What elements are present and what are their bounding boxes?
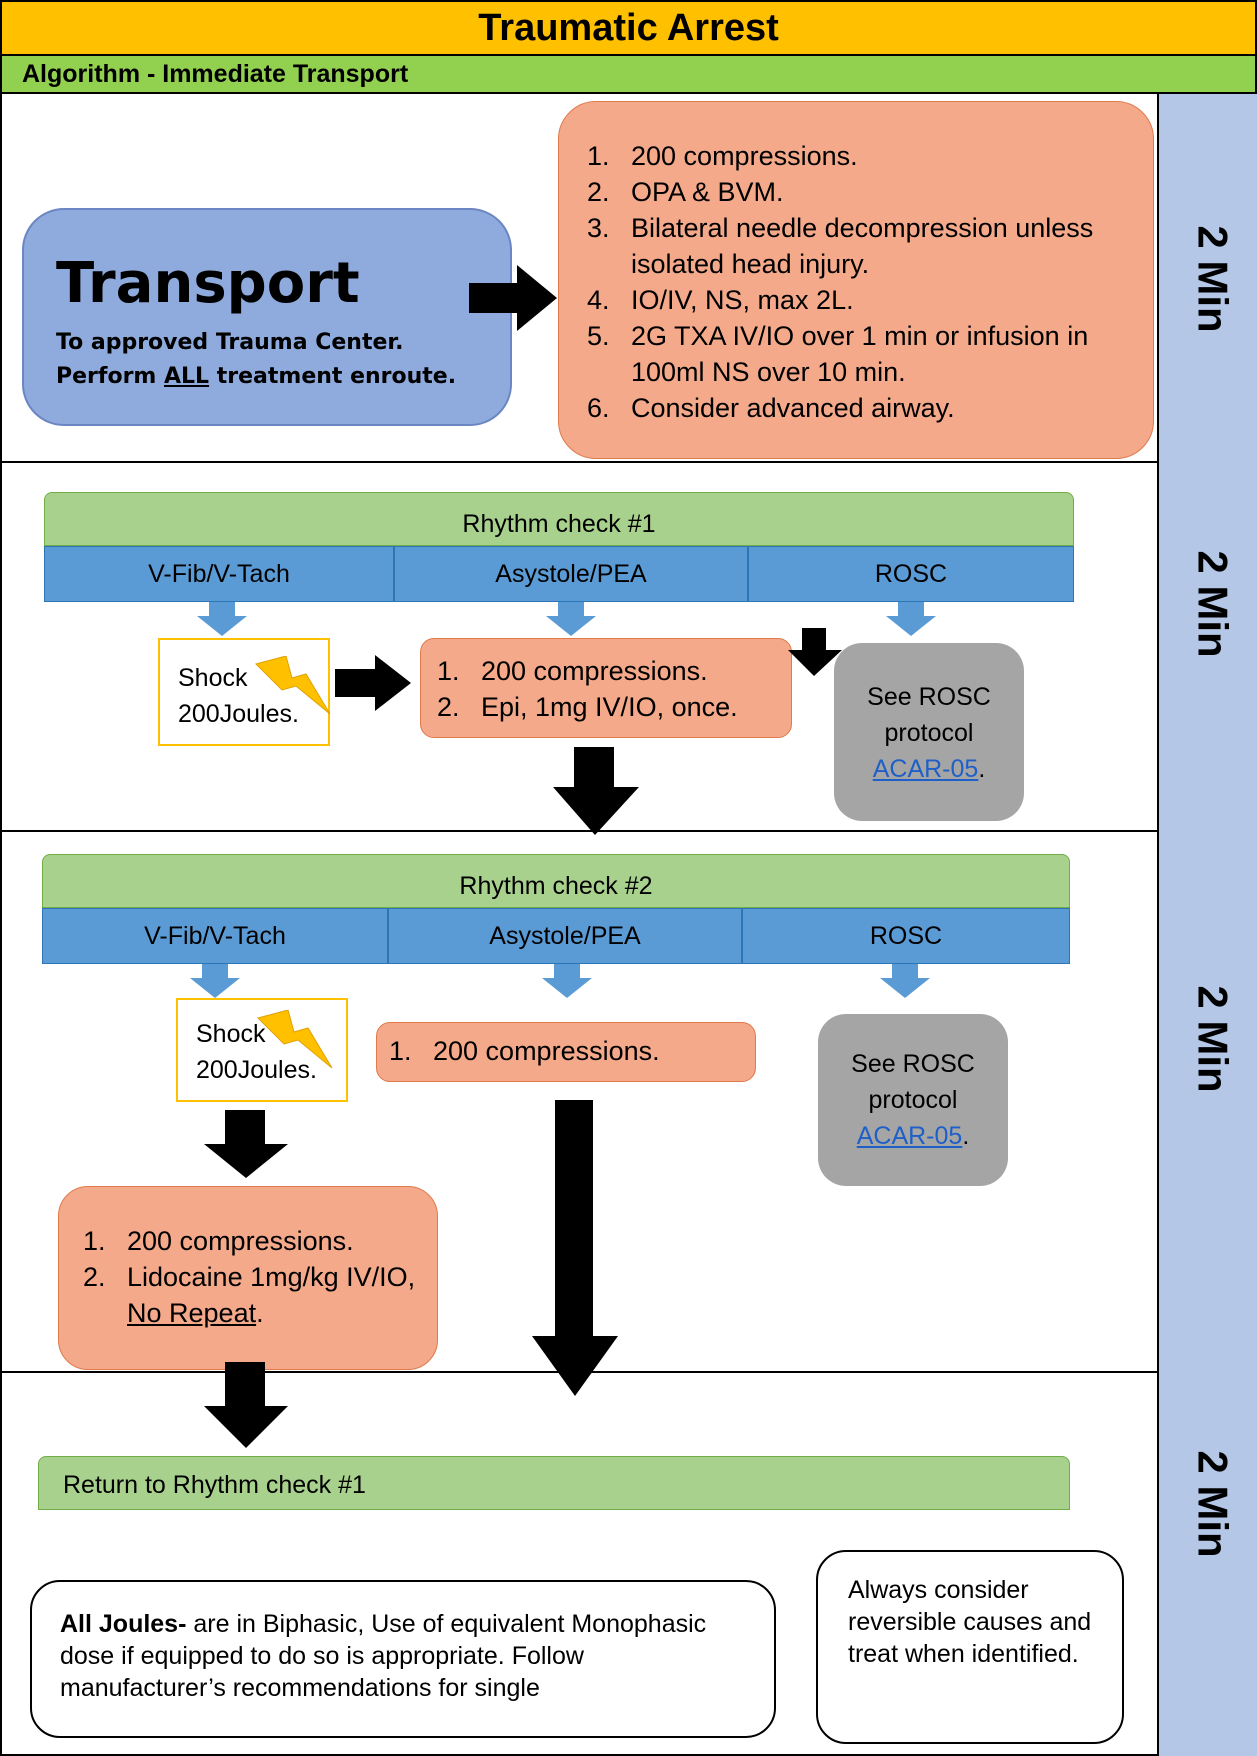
time-label-3: 2 Min xyxy=(1189,985,1237,1093)
rosc-line-3: ACAR-05. xyxy=(872,755,986,783)
time-label-2: 2 Min xyxy=(1189,550,1237,658)
list-item: Lidocaine 1mg/kg IV/IO, No Repeat. xyxy=(113,1259,437,1331)
rosc-line-2: protocol xyxy=(884,719,974,747)
arrow-down-icon xyxy=(532,1100,618,1396)
chevron-down-arrow-icon xyxy=(190,964,240,998)
chevron-down-arrow-icon xyxy=(880,964,930,998)
return-to-check-1-bar: Return to Rhythm check #1 xyxy=(38,1456,1070,1510)
arrow-down-icon xyxy=(204,1110,288,1178)
section-divider xyxy=(0,461,1157,463)
lightning-bolt-icon xyxy=(255,656,331,715)
rosc-line-3: ACAR-05. xyxy=(856,1122,970,1150)
check2-asystole-box: 200 compressions. xyxy=(376,1022,756,1082)
list-item: 200 compressions. xyxy=(467,653,791,689)
chevron-down-arrow-icon xyxy=(886,602,936,636)
rosc-line-1: See ROSC xyxy=(851,1050,975,1078)
column-vfib: V-Fib/V-Tach xyxy=(42,908,388,964)
check1-steps-list: 200 compressions. Epi, 1mg IV/IO, once. xyxy=(421,653,791,725)
column-asystole: Asystole/PEA xyxy=(394,546,748,602)
column-rosc: ROSC xyxy=(748,546,1074,602)
page-subtitle: Algorithm - Immediate Transport xyxy=(0,56,1257,94)
initial-steps-box: 200 compressions. OPA & BVM. Bilateral n… xyxy=(558,101,1154,459)
rosc-box-1: See ROSC protocol ACAR-05. xyxy=(834,643,1024,821)
list-item: 200 compressions. xyxy=(419,1033,755,1069)
list-item: 2G TXA IV/IO over 1 min or infusion in 1… xyxy=(617,318,1153,390)
arrow-down-icon xyxy=(553,747,639,835)
reversible-causes-note: Always consider reversible causes and tr… xyxy=(816,1550,1124,1744)
transport-line-2: Perform ALL treatment enroute. xyxy=(56,364,457,389)
check2-asystole-list: 200 compressions. xyxy=(377,1033,755,1069)
shock-energy: 200Joules. xyxy=(196,1056,317,1084)
rhythm-check-2-header: Rhythm check #2 xyxy=(42,854,1070,908)
list-item: IO/IV, NS, max 2L. xyxy=(617,282,1153,318)
shock-box-1: Shock 200Joules. xyxy=(158,638,331,746)
arrow-down-icon xyxy=(204,1362,288,1448)
time-label-1: 2 Min xyxy=(1189,225,1237,333)
acar-05-link[interactable]: ACAR-05 xyxy=(856,1122,963,1150)
list-item: Bilateral needle decompression unless is… xyxy=(617,210,1153,282)
list-item: Epi, 1mg IV/IO, once. xyxy=(467,689,791,725)
list-item: 200 compressions. xyxy=(617,138,1153,174)
lightning-bolt-icon xyxy=(257,1010,333,1069)
time-label-4: 2 Min xyxy=(1189,1450,1237,1558)
arrow-down-icon xyxy=(788,628,842,676)
chevron-down-arrow-icon xyxy=(546,602,596,636)
shock-energy: 200Joules. xyxy=(178,700,299,728)
arrow-right-icon xyxy=(335,655,411,711)
transport-heading: Transport xyxy=(56,251,360,316)
acar-05-link[interactable]: ACAR-05 xyxy=(872,755,979,783)
column-vfib: V-Fib/V-Tach xyxy=(44,546,394,602)
chevron-down-arrow-icon xyxy=(542,964,592,998)
rosc-box-2: See ROSC protocol ACAR-05. xyxy=(818,1014,1008,1186)
joules-note: All Joules- are in Biphasic, Use of equi… xyxy=(30,1580,776,1738)
time-column: 2 Min 2 Min 2 Min 2 Min xyxy=(1157,94,1257,1756)
column-asystole: Asystole/PEA xyxy=(388,908,742,964)
chevron-down-arrow-icon xyxy=(197,602,247,636)
check2-vfib-box: 200 compressions. Lidocaine 1mg/kg IV/IO… xyxy=(58,1186,438,1370)
transport-box: Transport To approved Trauma Center. Per… xyxy=(22,208,512,426)
check2-vfib-list: 200 compressions. Lidocaine 1mg/kg IV/IO… xyxy=(59,1223,437,1331)
shock-label: Shock xyxy=(178,664,248,692)
rosc-line-2: protocol xyxy=(868,1086,958,1114)
shock-box-2: Shock 200Joules. xyxy=(176,998,348,1102)
arrow-right-icon xyxy=(469,265,557,331)
rhythm-check-1-header: Rhythm check #1 xyxy=(44,492,1074,546)
list-item: Consider advanced airway. xyxy=(617,390,1153,426)
page-title: Traumatic Arrest xyxy=(0,0,1257,56)
list-item: OPA & BVM. xyxy=(617,174,1153,210)
shock-label: Shock xyxy=(196,1020,266,1048)
initial-steps-list: 200 compressions. OPA & BVM. Bilateral n… xyxy=(559,138,1153,426)
rosc-line-1: See ROSC xyxy=(867,683,991,711)
list-item: 200 compressions. xyxy=(113,1223,437,1259)
section-divider xyxy=(0,830,1157,832)
column-rosc: ROSC xyxy=(742,908,1070,964)
transport-line-1: To approved Trauma Center. xyxy=(56,330,404,355)
check1-steps-box: 200 compressions. Epi, 1mg IV/IO, once. xyxy=(420,638,792,738)
